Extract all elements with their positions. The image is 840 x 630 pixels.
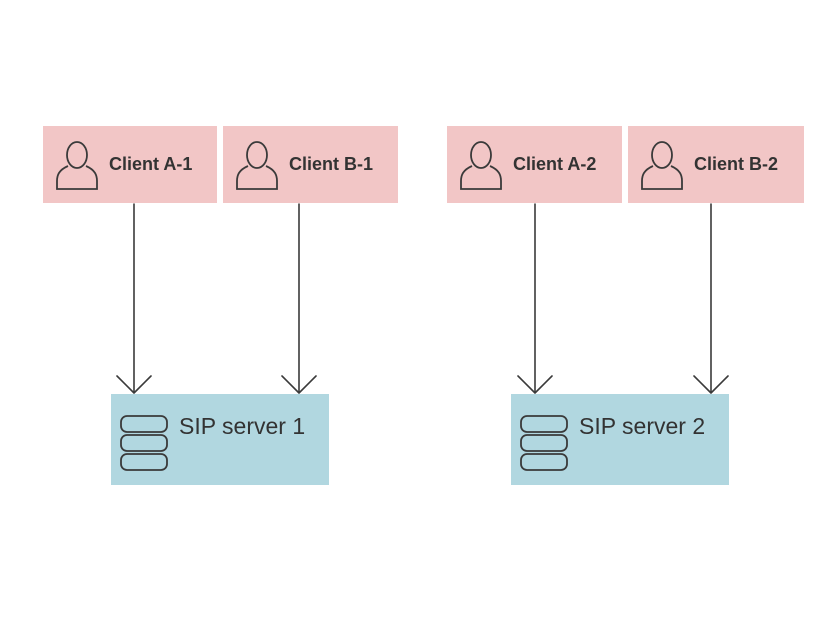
- user-icon: [460, 141, 502, 190]
- server-stack-icon: [120, 415, 168, 471]
- server-stack-icon: [520, 415, 568, 471]
- client-label: Client B-1: [289, 154, 374, 174]
- server-label: SIP server 2: [579, 413, 706, 439]
- client-box-b2: Client B-2: [628, 126, 804, 203]
- arrow-client-b2-to-server-2: [693, 203, 729, 394]
- arrow-client-a1-to-server-1: [116, 203, 152, 394]
- server-label: SIP server 1: [179, 413, 306, 439]
- client-label: Client A-1: [109, 154, 193, 174]
- arrow-client-b1-to-server-1: [281, 203, 317, 394]
- client-box-b1: Client B-1: [223, 126, 398, 203]
- server-box-2: SIP server 2: [511, 394, 729, 485]
- user-icon: [56, 141, 98, 190]
- server-box-1: SIP server 1: [111, 394, 329, 485]
- client-box-a2: Client A-2: [447, 126, 622, 203]
- user-icon: [641, 141, 683, 190]
- client-box-a1: Client A-1: [43, 126, 217, 203]
- client-label: Client B-2: [694, 154, 779, 174]
- user-icon: [236, 141, 278, 190]
- arrow-client-a2-to-server-2: [517, 203, 553, 394]
- client-label: Client A-2: [513, 154, 597, 174]
